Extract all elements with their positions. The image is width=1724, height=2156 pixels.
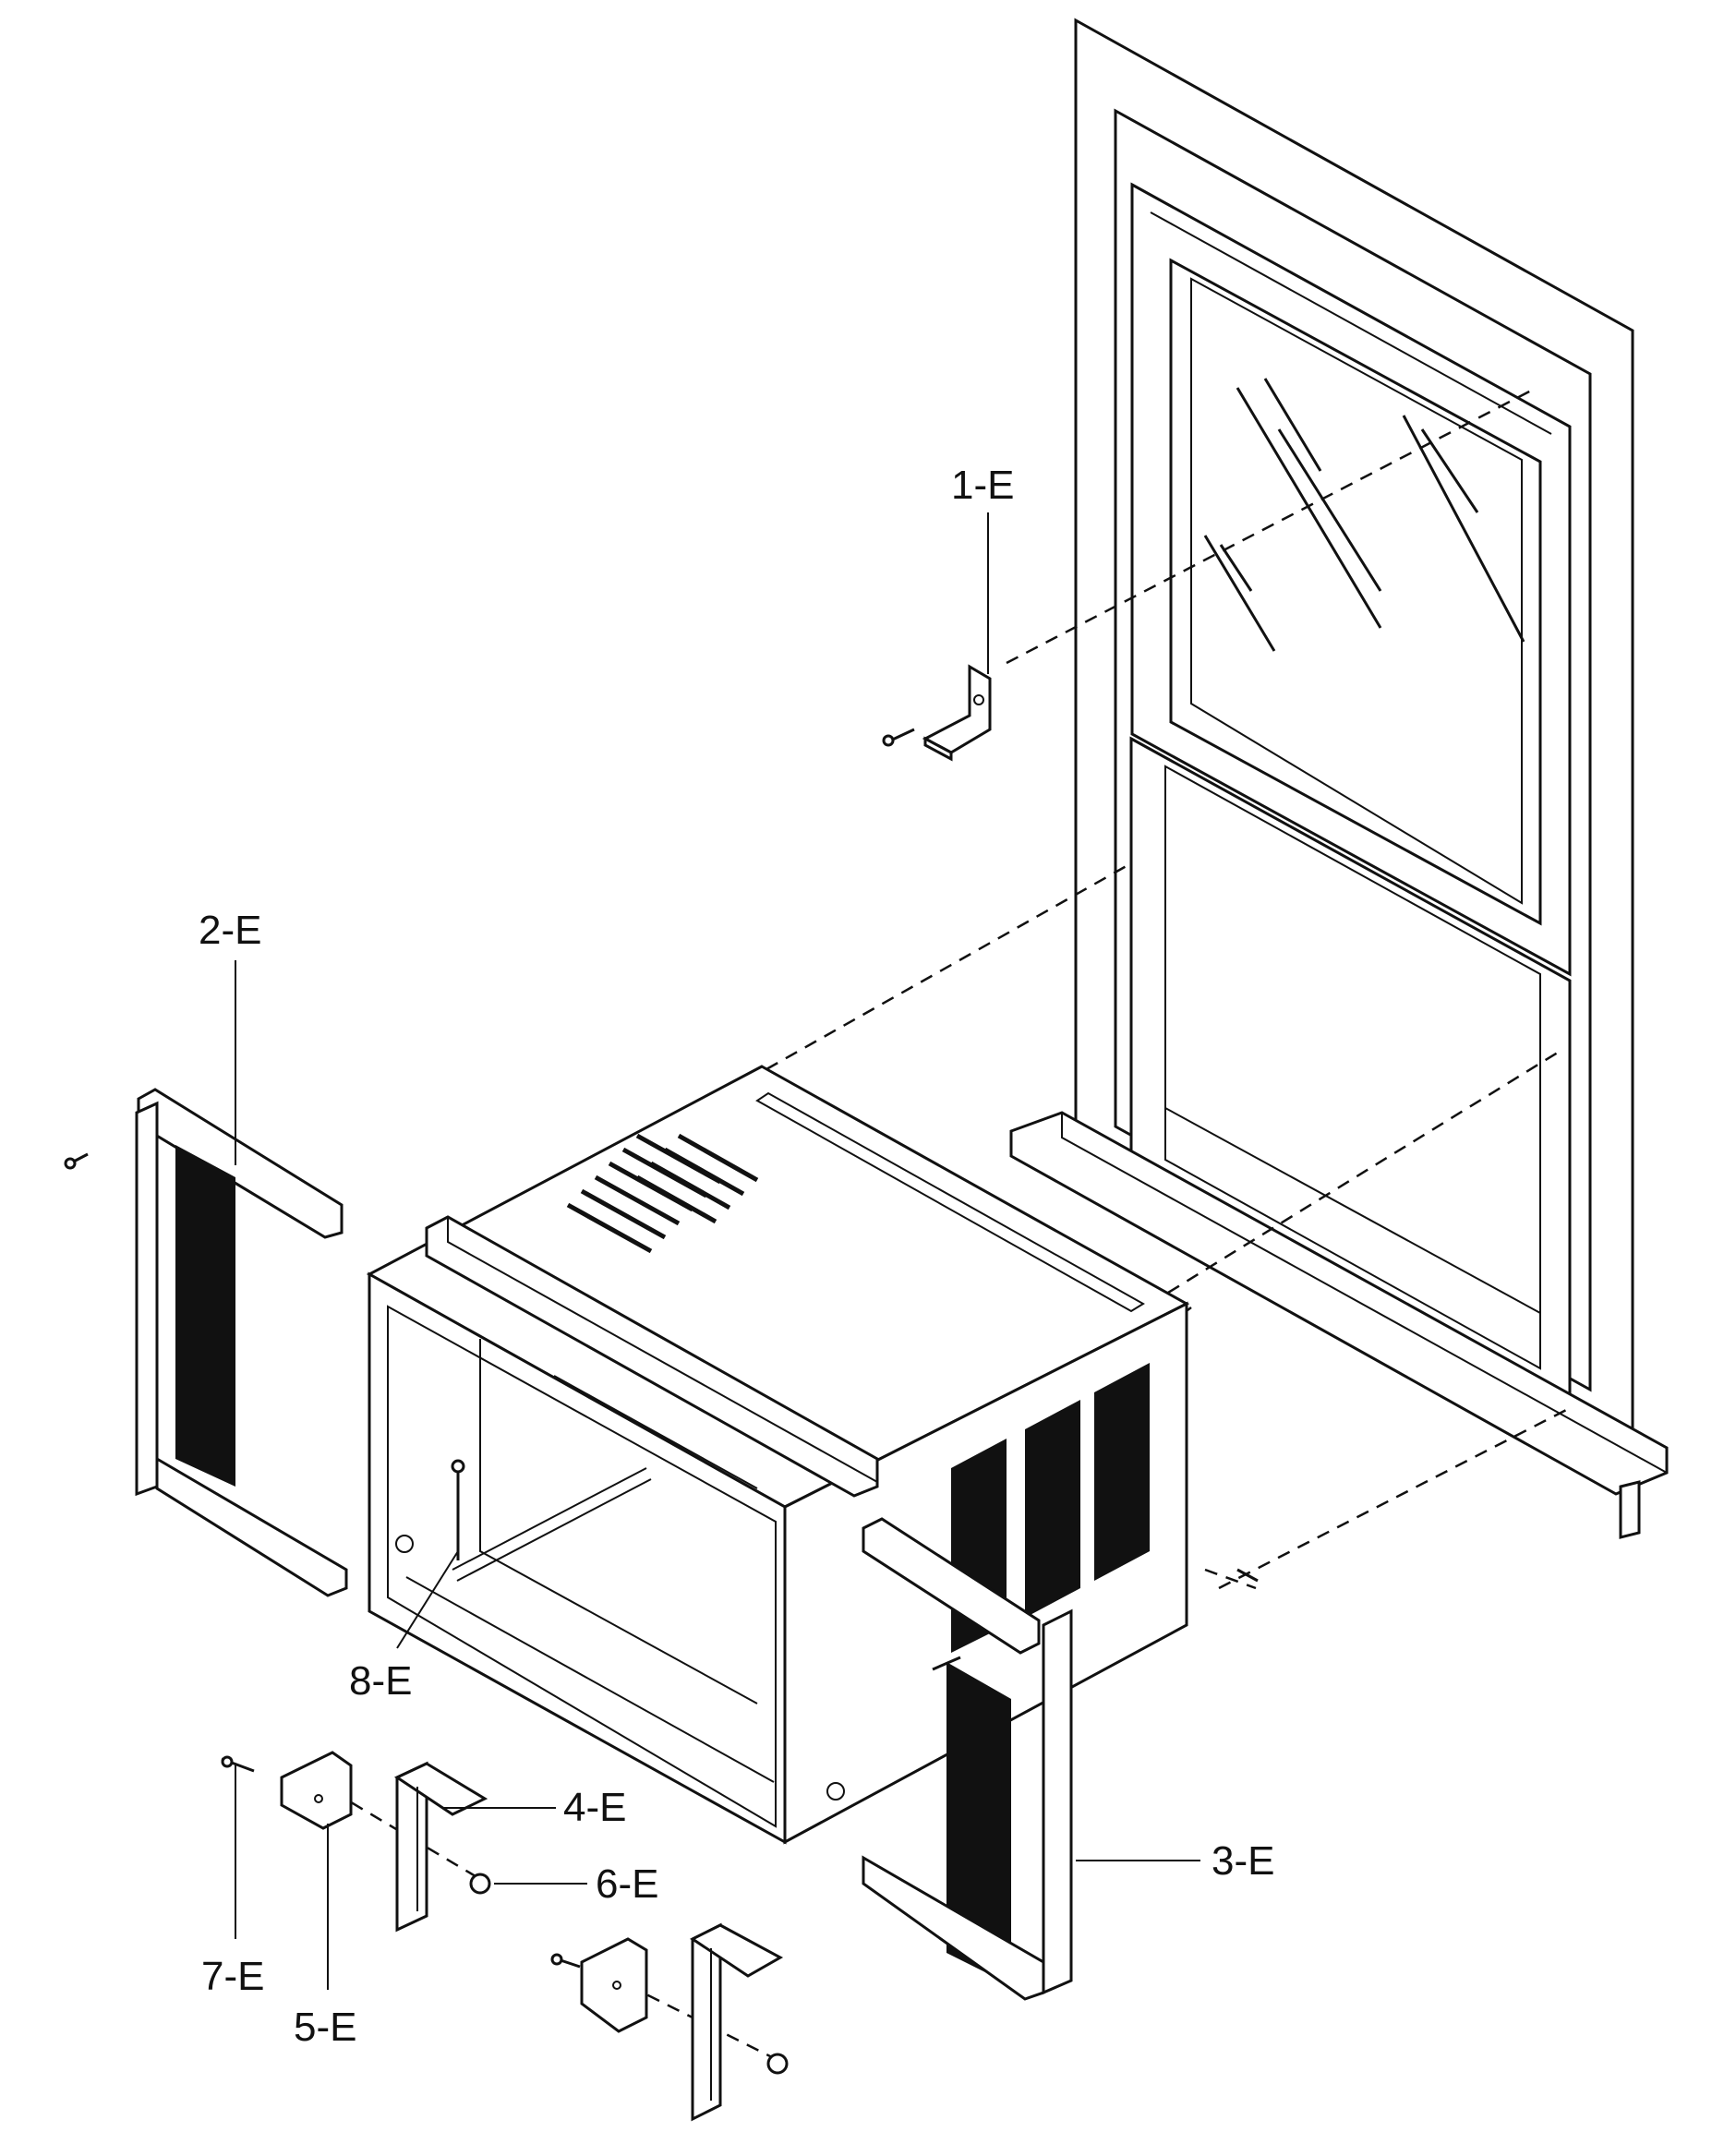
callout-2-e: 2-E [199,908,261,953]
callout-4-e: 4-E [563,1785,626,1830]
support-bracket-lower [550,1922,789,2122]
ac-cabinet [366,1065,1190,1845]
callout-6-e: 6-E [596,1861,658,1907]
side-louvres [951,1363,1150,1653]
window-frame [1009,18,1669,1539]
leader-lines [235,512,1200,1990]
part-3-e-side-curtain [862,1517,1073,2001]
callout-7-e: 7-E [201,1954,264,1999]
callout-3-e: 3-E [1212,1838,1274,1884]
alignment-lines [332,388,1571,2061]
part-2-e-side-curtain [64,1088,348,1597]
callout-5-e: 5-E [294,2005,356,2050]
part-8-e-screw [451,1459,465,1560]
support-bracket-upper [221,1751,491,1933]
callout-1-e: 1-E [951,463,1014,508]
callout-8-e: 8-E [349,1658,412,1704]
rear-screw [1236,1568,1259,1583]
part-1-e-bracket [882,664,992,762]
top-louvres [566,1133,759,1254]
